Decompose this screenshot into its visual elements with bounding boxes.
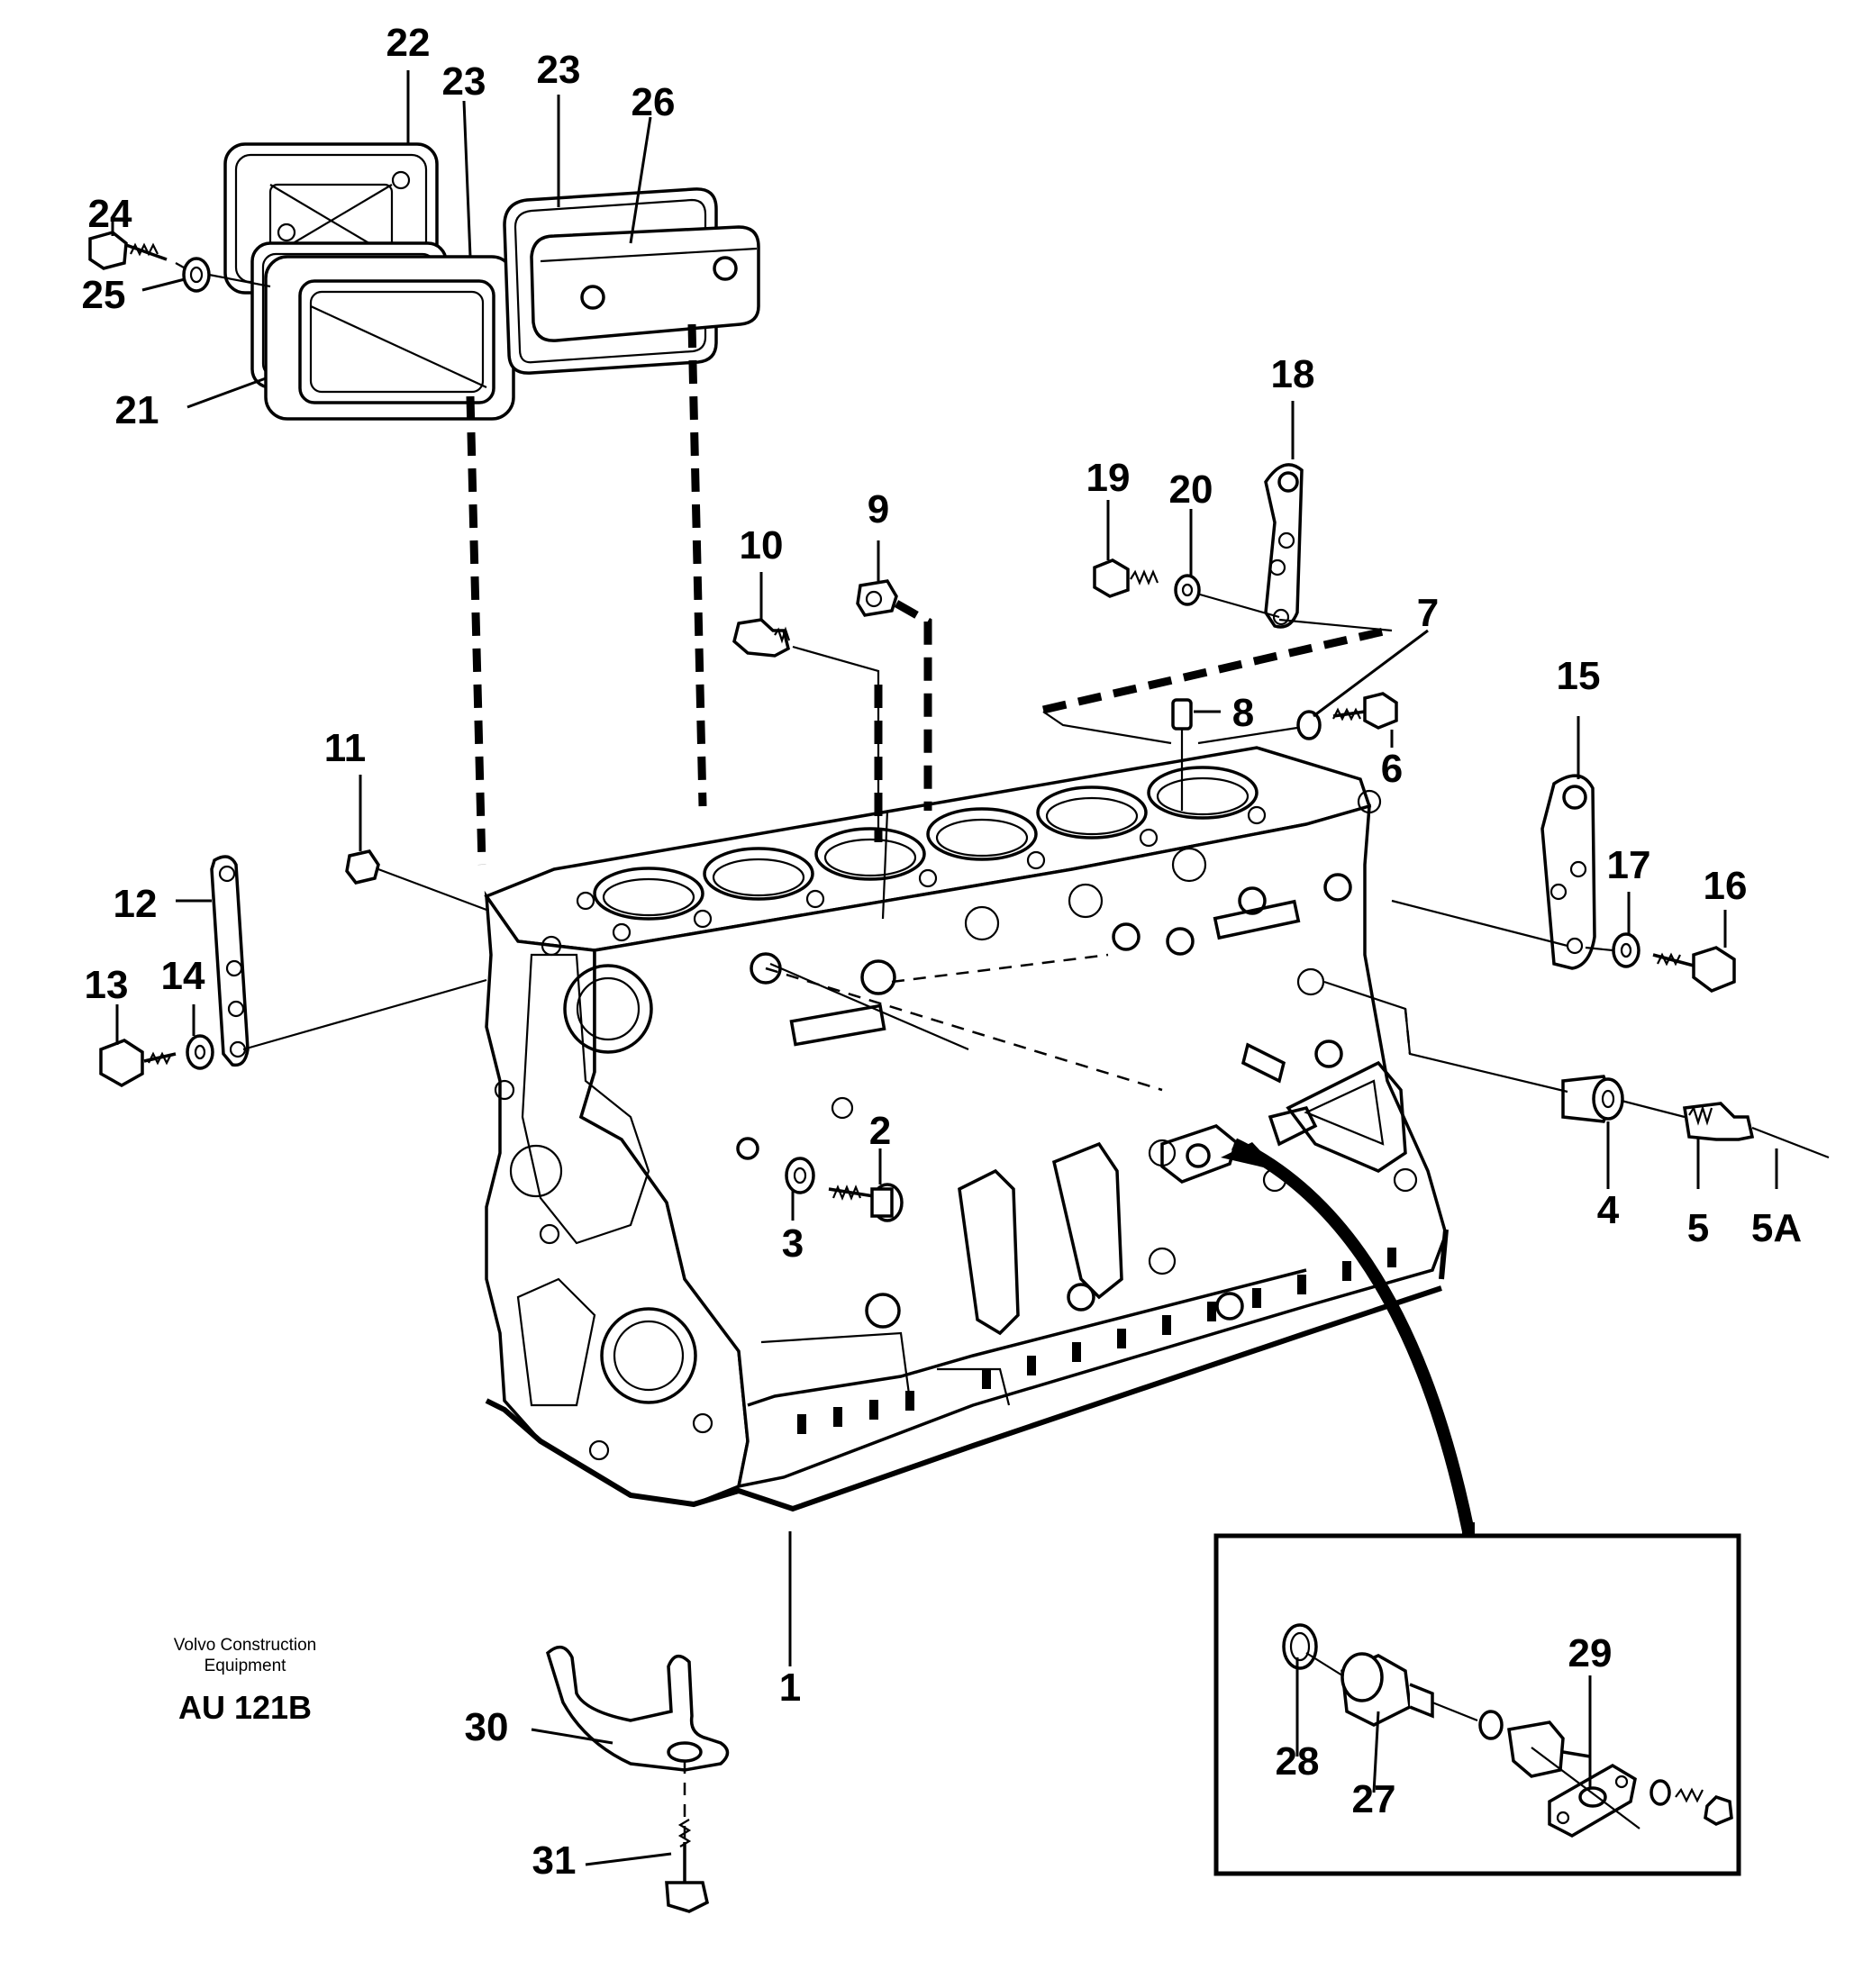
assembly-line-cover bbox=[466, 395, 486, 866]
washer-17 bbox=[1612, 932, 1640, 968]
callout-10: 10 bbox=[740, 523, 784, 567]
front-timing-face bbox=[494, 935, 713, 1461]
callout-labels: 1 2 3 4 5 5A 6 7 8 9 10 11 12 13 14 15 1… bbox=[82, 21, 1803, 1883]
bolt-31 bbox=[665, 1819, 710, 1913]
brand-block: Volvo Construction Equipment AU 121B bbox=[174, 1636, 316, 1726]
callout-9: 9 bbox=[868, 487, 889, 531]
callout-17: 17 bbox=[1607, 843, 1651, 887]
plug-9 bbox=[856, 579, 898, 617]
washer-28 bbox=[1282, 1623, 1318, 1670]
cylinder-bores bbox=[593, 766, 1259, 921]
callout-4: 4 bbox=[1597, 1188, 1620, 1232]
drawing-code: AU 121B bbox=[178, 1689, 312, 1726]
brand-line-2: Equipment bbox=[204, 1657, 287, 1675]
callout-23a: 23 bbox=[442, 59, 486, 104]
side-cover-21 bbox=[264, 255, 515, 421]
callout-29: 29 bbox=[1568, 1631, 1613, 1675]
dowel-8 bbox=[1171, 698, 1193, 731]
callout-21: 21 bbox=[115, 388, 159, 432]
adapter-4 bbox=[1561, 1075, 1624, 1123]
washer-20 bbox=[1174, 574, 1201, 606]
bolt-13 bbox=[99, 1039, 177, 1088]
washer-14 bbox=[186, 1034, 214, 1070]
callout-2: 2 bbox=[869, 1109, 891, 1153]
inset-bolt bbox=[1675, 1787, 1733, 1826]
callout-7: 7 bbox=[1417, 591, 1439, 635]
callout-23b: 23 bbox=[537, 48, 581, 92]
callout-18: 18 bbox=[1271, 352, 1315, 396]
callout-3: 3 bbox=[782, 1221, 804, 1266]
callout-15: 15 bbox=[1557, 654, 1601, 698]
callout-22: 22 bbox=[386, 21, 431, 65]
oil-pipe-30 bbox=[545, 1645, 730, 1772]
bolt-24 bbox=[88, 231, 168, 270]
callout-28: 28 bbox=[1276, 1739, 1320, 1784]
block-side-features bbox=[736, 847, 1418, 1434]
callout-11: 11 bbox=[324, 726, 367, 770]
leader-lines bbox=[111, 70, 1778, 1866]
callout-30: 30 bbox=[465, 1705, 509, 1749]
fitting bbox=[1507, 1720, 1591, 1778]
washer-7 bbox=[1296, 710, 1322, 740]
callout-5: 5 bbox=[1687, 1206, 1709, 1250]
callout-6: 6 bbox=[1381, 747, 1403, 791]
callout-19: 19 bbox=[1086, 456, 1131, 500]
cylinder-block-1 bbox=[484, 746, 1449, 1512]
callout-12: 12 bbox=[114, 882, 158, 926]
detail-inset bbox=[1213, 1533, 1741, 1876]
callout-13: 13 bbox=[85, 963, 129, 1007]
side-covers-group bbox=[88, 142, 760, 421]
brand-line-1: Volvo Construction bbox=[174, 1636, 316, 1655]
callout-1: 1 bbox=[779, 1666, 801, 1710]
deck-bolt-holes bbox=[576, 789, 1382, 942]
callout-8: 8 bbox=[1232, 691, 1254, 735]
callout-5a: 5A bbox=[1751, 1206, 1802, 1250]
callout-20: 20 bbox=[1169, 467, 1213, 512]
bolt-16 bbox=[1652, 946, 1736, 993]
sensor-10 bbox=[732, 618, 791, 658]
bracket-18 bbox=[1264, 463, 1304, 629]
bolt-2 bbox=[828, 1183, 904, 1222]
sensor-5 bbox=[1682, 1102, 1755, 1141]
bolt-6 bbox=[1332, 692, 1398, 730]
plug-11 bbox=[345, 849, 380, 885]
sleeve-27 bbox=[1340, 1652, 1434, 1727]
callout-24: 24 bbox=[88, 192, 132, 236]
bracket-12 bbox=[210, 855, 250, 1067]
bracket-15 bbox=[1540, 774, 1596, 970]
callout-14: 14 bbox=[161, 954, 205, 998]
callout-27: 27 bbox=[1352, 1777, 1396, 1821]
bolt-19 bbox=[1093, 558, 1159, 598]
washer-25 bbox=[182, 257, 211, 293]
flange-29 bbox=[1548, 1763, 1637, 1838]
callout-16: 16 bbox=[1704, 864, 1748, 908]
washer-3 bbox=[785, 1157, 815, 1194]
assembly-line-plate bbox=[687, 323, 707, 807]
cover-plate-26 bbox=[530, 225, 760, 342]
callout-25: 25 bbox=[82, 273, 126, 317]
pan-rail-bolts bbox=[797, 1248, 1396, 1434]
callout-31: 31 bbox=[532, 1838, 577, 1883]
callout-26: 26 bbox=[632, 80, 676, 124]
